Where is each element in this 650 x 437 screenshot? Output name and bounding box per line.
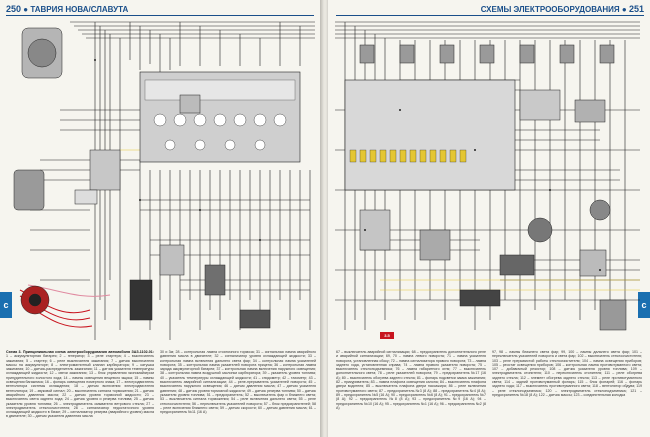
left-header: 250 ● ТАВРИЯ НОВА/СЛАВУТА: [6, 4, 128, 14]
left-edge-tab: c: [0, 292, 12, 318]
right-caption-col1: 67 – выключатель аварийной сигнализации;…: [336, 350, 486, 410]
left-caption-col1: Схема 3. Принципиальная схема электрообо…: [6, 350, 154, 434]
highlight-label: 3.5: [380, 332, 394, 339]
instrument-cluster: [139, 71, 301, 163]
left-caption-title: Схема 3. Принципиальная схема электрообо…: [6, 350, 154, 354]
right-caption-col2: 97, 98 – лампы ближнего света фар; 99, 1…: [492, 350, 642, 397]
left-header-rule: [6, 15, 314, 16]
right-header-rule: [336, 15, 644, 16]
left-page-title: ТАВРИЯ НОВА/СЛАВУТА: [30, 5, 129, 14]
right-components: [359, 44, 627, 331]
right-header: СХЕМЫ ЭЛЕКТРООБОРУДОВАНИЯ ● 251: [481, 4, 644, 14]
left-caption-col2: 30 и 3м; 28 – контрольная лампа стояночн…: [160, 350, 316, 415]
wire-bundle-left: [30, 21, 315, 340]
book-gutter: [320, 0, 330, 437]
right-page-title-bullet: ●: [621, 5, 629, 14]
left-page-title-bullet: ●: [23, 5, 31, 14]
right-page-number: 251: [628, 4, 644, 14]
right-edge-tab: c: [638, 292, 650, 318]
right-page-title: СХЕМЫ ЭЛЕКТРООБОРУДОВАНИЯ: [480, 5, 620, 14]
fuse-block: [344, 79, 516, 191]
left-components: [13, 27, 271, 329]
left-caption-text: 1 – аккумуляторная батарея; 2 – генерато…: [6, 354, 154, 419]
left-page-number: 250: [6, 4, 22, 14]
connector-dots: [94, 59, 601, 271]
